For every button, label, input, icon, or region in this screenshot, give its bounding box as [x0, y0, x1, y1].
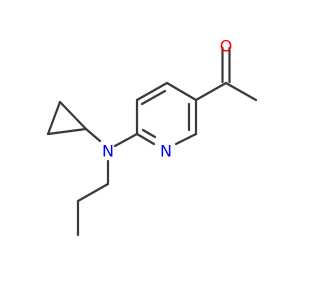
bond-cyclopropyl-b [46, 127, 88, 136]
oxygen-atom: O [220, 37, 233, 56]
bond-propyl-2 [76, 182, 110, 203]
bond-ring-c3-c4 [165, 81, 198, 102]
bond-ring-amine [113, 132, 139, 148]
bond-carbonyl-methyl [224, 81, 258, 102]
bond-ring-c6-n1 [135, 132, 156, 146]
bond-cyclopropyl-a [58, 100, 88, 131]
bond-ring-n1-c2 [174, 132, 198, 146]
bond-ring-c6-n1-inner [141, 128, 157, 139]
bond-ring-c4-c5 [135, 81, 169, 102]
bond-cyclopropyl-c [46, 100, 62, 136]
amine-nitrogen-label: N [102, 142, 114, 161]
ring-nitrogen-atom: N [160, 142, 172, 161]
bond-amine-cyclopropyl [84, 127, 102, 143]
molecule-structure: O N N [46, 37, 258, 237]
structure-canvas: O N N [46, 36, 258, 237]
bond-ring-carbonyl [194, 81, 228, 102]
amine-nitrogen-atom: N [102, 142, 114, 161]
bond-ring-c4-c5-inner [140, 89, 167, 106]
oxygen-label: O [220, 37, 233, 56]
ring-nitrogen-label: N [160, 142, 172, 161]
